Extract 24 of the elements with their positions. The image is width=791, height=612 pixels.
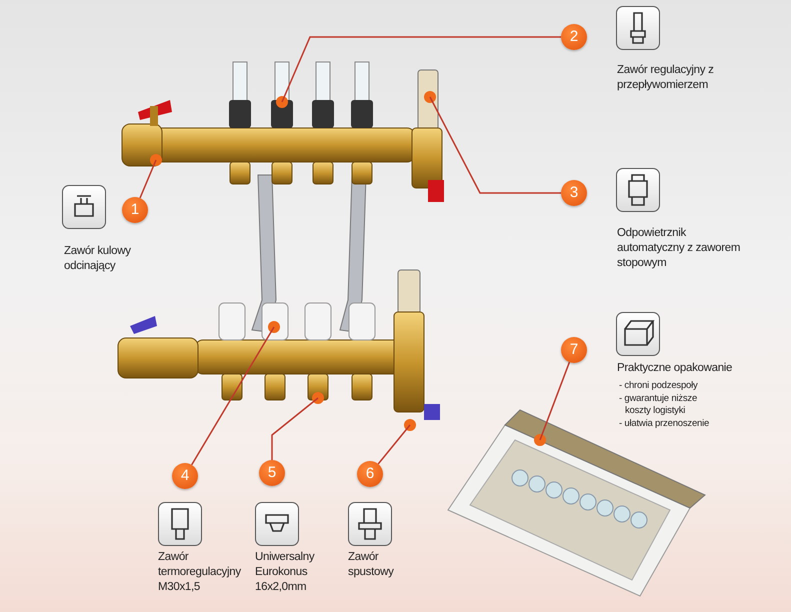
callout-number: 3	[561, 180, 587, 206]
leader-line	[271, 397, 318, 460]
bullet-note: - gwarantuje niższe koszty logistyki	[619, 393, 698, 417]
leader-line	[429, 96, 561, 194]
bullet-note: - chroni podzespoły	[619, 380, 699, 392]
part-description: Zawór kulowy odcinający	[64, 244, 132, 274]
part-description: Zawór spustowy	[348, 550, 395, 580]
bullet-note: - ułatwia przenoszenie	[619, 418, 710, 430]
part-description: Zawór termoregulacyjny M30x1,5	[158, 550, 242, 595]
part-description: Praktyczne opakowanie	[617, 361, 734, 376]
part-description: Odpowietrznik automatyczny z zaworem stopowym	[617, 226, 742, 271]
callout-number: 5	[259, 460, 285, 486]
callout-number: 1	[122, 197, 148, 223]
part-description: Uniwersalny Eurokonus 16x2,0mm	[255, 550, 316, 595]
leader-line	[539, 362, 570, 440]
callout-number: 4	[172, 463, 198, 489]
leader-line	[139, 160, 157, 198]
callout-number: 6	[357, 461, 383, 487]
callout-number: 2	[561, 24, 587, 50]
leader-line	[191, 326, 275, 466]
part-description: Zawór regulacyjny z przepływomierzem	[617, 63, 715, 93]
leader-line	[378, 424, 411, 464]
leader-line	[281, 36, 561, 102]
callout-number: 7	[561, 337, 587, 363]
